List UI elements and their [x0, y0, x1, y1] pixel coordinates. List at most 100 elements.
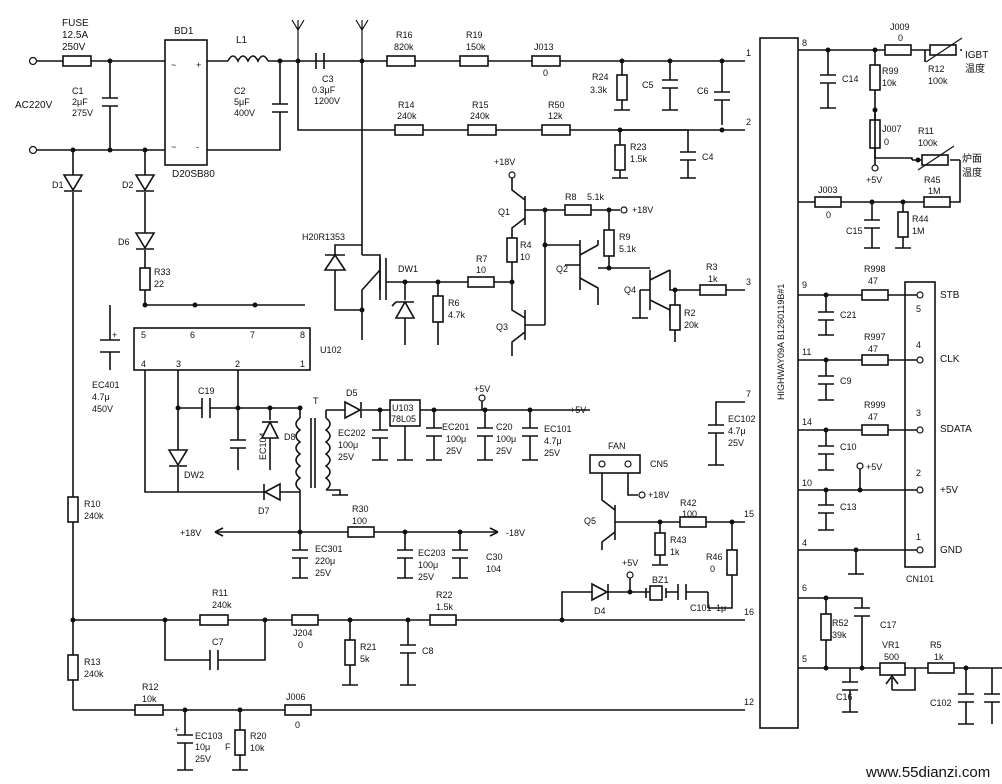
r9-name: R9 [619, 232, 631, 242]
r3-value: 1k [708, 274, 718, 284]
r99-value: 10k [882, 78, 897, 88]
igbt-part-label: H20R1353 [302, 232, 345, 242]
watermark: www.55dianzi.com [865, 764, 990, 781]
svg-text:2: 2 [746, 117, 751, 127]
rail-p5-reg: +5V [474, 384, 490, 394]
q5-name: Q5 [584, 516, 596, 526]
r997-name: R997 [864, 332, 886, 342]
j006-value: 0 [295, 720, 300, 730]
fan-connector-cn5 [589, 454, 641, 474]
resistor-r46 [726, 549, 738, 576]
l1-name: L1 [236, 35, 248, 46]
c15-name: C15 [846, 226, 863, 236]
r30-name: R30 [352, 504, 369, 514]
vr1-name: VR1 [882, 640, 900, 650]
svg-text:-: - [196, 142, 199, 152]
j204-value: 0 [298, 640, 303, 650]
svg-text:1: 1 [300, 359, 305, 369]
r23-value: 1.5k [630, 154, 648, 164]
ec201-voltage: 25V [446, 446, 462, 456]
c10-name: C10 [840, 442, 857, 452]
j007-value: 0 [884, 137, 889, 147]
resistor-r23 [614, 144, 626, 171]
r2-name: R2 [684, 308, 696, 318]
ec301-voltage: 25V [315, 568, 331, 578]
r19-value: 150k [466, 42, 486, 52]
f-label: F [225, 742, 231, 752]
svg-text:10: 10 [802, 478, 812, 488]
display-interface-section: CN101 5 4 3 2 1 STB CLK SDATA +5V GND R9… [798, 264, 972, 584]
inductor-l1 [227, 55, 269, 63]
resistor-r2 [669, 304, 681, 331]
voltage-sense-section: C3 0.3μF 1200V R16 820k R19 150k J013 0 … [295, 30, 745, 179]
svg-text:2: 2 [235, 359, 240, 369]
rail-p18-top: +18V [494, 157, 515, 167]
r999-name: R999 [864, 400, 886, 410]
c8-name: C8 [422, 646, 434, 656]
diode-d6 [134, 232, 156, 250]
transformer-name: T [313, 396, 319, 406]
thermistor-r11 [921, 154, 949, 166]
r5-value: 1k [934, 652, 944, 662]
r12-thermistor-name: R12 [928, 64, 945, 74]
resistor-r20 [234, 729, 246, 756]
c3-value: 0.3μF [312, 85, 336, 95]
c14-name: C14 [842, 74, 859, 84]
c30-value: 104 [486, 564, 501, 574]
rail-p18-fan: +18V [648, 490, 669, 500]
r11-name: R11 [212, 588, 228, 598]
transformer-secondary [324, 417, 331, 491]
j013-value: 0 [543, 68, 548, 78]
ac-terminal-bottom [28, 145, 38, 155]
j006-name: J006 [286, 692, 306, 702]
connector-cn101 [904, 281, 936, 568]
rail-p18-r8: +18V [632, 205, 653, 215]
r44-value: 1M [912, 226, 925, 236]
c5-name: C5 [642, 80, 654, 90]
signal-clk: CLK [940, 354, 960, 365]
ec102-value: 4.7μ [728, 426, 746, 436]
r4-value: 10 [520, 252, 530, 262]
c9-name: C9 [840, 376, 852, 386]
diode-d4 [591, 582, 609, 602]
ec104-name: EC104 [258, 432, 268, 460]
cn5-label: CN5 [650, 459, 668, 469]
r45-value: 1M [928, 186, 941, 196]
resistor-r8 [564, 204, 592, 216]
igbt-temp-line1: IGBT [965, 50, 988, 61]
ec301-value: 220μ [315, 556, 335, 566]
r21-value: 5k [360, 654, 370, 664]
j007-name: J007 [882, 124, 902, 134]
ec401-value: 4.7μ [92, 392, 110, 402]
c20-value: 100μ [496, 434, 516, 444]
bridge-part: D20SB80 [172, 169, 215, 180]
svg-text:4: 4 [141, 359, 146, 369]
ec203-value: 100μ [418, 560, 438, 570]
ec202-name: EC202 [338, 428, 366, 438]
c101-name: C101 [690, 603, 712, 613]
r15-value: 240k [470, 111, 490, 121]
c2-name: C2 [234, 86, 246, 96]
regulator-u103 [389, 399, 421, 427]
bz1-name: BZ1 [652, 575, 669, 585]
resistor-r11 [199, 614, 229, 626]
jumper-j013 [531, 55, 561, 67]
resistor-r14 [394, 124, 424, 136]
diode-d5 [344, 400, 362, 420]
cn101-name: CN101 [906, 574, 934, 584]
resistor-r10 [67, 496, 79, 523]
svg-text:1: 1 [916, 532, 921, 542]
q2-name: Q2 [556, 264, 568, 274]
u103-name: U103 [392, 403, 414, 413]
current-sense-section: R11 240k C7 J204 0 R21 5k C8 R22 1.5k R1… [70, 588, 745, 771]
ec301-name: EC301 [315, 544, 343, 554]
r22-name: R22 [436, 590, 453, 600]
fuse-voltage: 250V [62, 42, 86, 53]
resistor-r50 [541, 124, 571, 136]
diode-d1 [62, 174, 84, 192]
resistor-r52 [820, 613, 832, 641]
j013-name: J013 [534, 42, 554, 52]
transformer-primary [295, 417, 302, 491]
c1-voltage: 275V [72, 108, 93, 118]
c20-name: C20 [496, 422, 513, 432]
